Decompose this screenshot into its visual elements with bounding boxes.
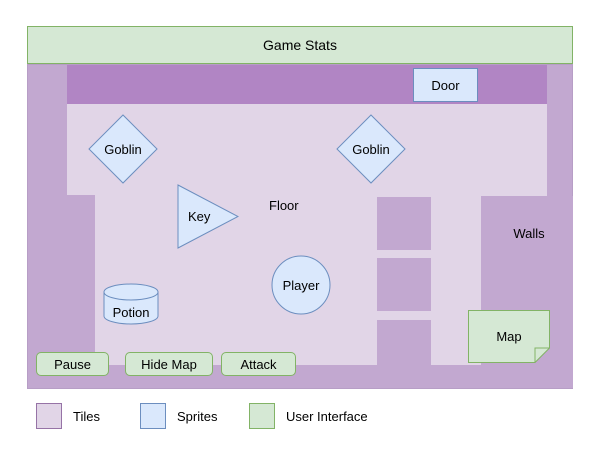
goblin-sprite-2[interactable]: Goblin — [336, 114, 406, 184]
key-sprite[interactable]: Key — [177, 184, 239, 249]
walls-label: Walls — [513, 226, 545, 241]
triangle-icon — [177, 184, 239, 249]
wall-pillar — [377, 320, 431, 373]
game-stats-bar: Game Stats — [27, 26, 573, 64]
player-sprite[interactable]: Player — [271, 255, 331, 315]
wall-pillar — [377, 258, 431, 311]
goblin-sprite-1[interactable]: Goblin — [88, 114, 158, 184]
wall-pillar — [377, 197, 431, 250]
circle-icon — [271, 255, 331, 315]
pause-button-label: Pause — [54, 356, 91, 372]
legend-swatch-tiles — [36, 403, 62, 429]
cylinder-icon — [103, 283, 159, 325]
attack-button-label: Attack — [240, 356, 277, 372]
game-stats-label: Game Stats — [263, 37, 337, 53]
potion-sprite[interactable]: Potion — [103, 283, 159, 325]
legend-label-user-interface: User Interface — [286, 408, 368, 424]
legend-item-tiles: Tiles — [36, 403, 100, 429]
legend-item-sprites: Sprites — [140, 403, 217, 429]
legend-item-user-interface: User Interface — [249, 403, 368, 429]
legend: Tiles Sprites User Interface — [36, 403, 496, 429]
door-rectangle-icon — [413, 68, 478, 102]
note-icon — [468, 310, 550, 363]
legend-swatch-sprites — [140, 403, 166, 429]
floor-label: Floor — [269, 198, 299, 213]
map-note[interactable]: Map — [468, 310, 550, 363]
legend-label-tiles: Tiles — [73, 408, 100, 424]
legend-label-sprites: Sprites — [177, 408, 218, 424]
hide-map-button-label: Hide Map — [141, 356, 197, 372]
pause-button[interactable]: Pause — [36, 352, 109, 376]
hide-map-button[interactable]: Hide Map — [125, 352, 213, 376]
attack-button[interactable]: Attack — [221, 352, 296, 376]
legend-swatch-user-interface — [249, 403, 275, 429]
door-sprite[interactable]: Door — [413, 68, 478, 102]
diamond-icon — [88, 114, 158, 184]
diamond-icon — [336, 114, 406, 184]
